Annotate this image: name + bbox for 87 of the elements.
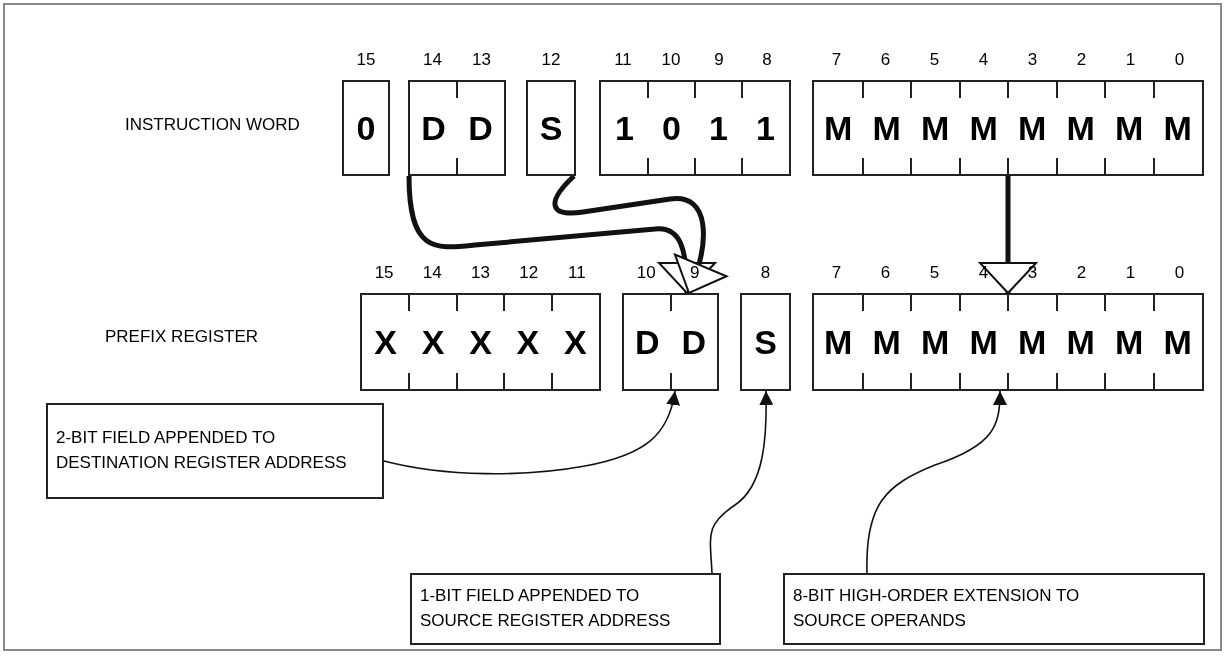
bit-value: D [420, 111, 447, 145]
bit-number: 9 [713, 50, 725, 70]
bit-value: M [823, 111, 854, 145]
bit-value: M [1065, 111, 1096, 145]
bit-number: 0 [1173, 263, 1186, 283]
bit-value: X [515, 325, 541, 359]
bit-value: M [920, 111, 951, 145]
bit-number: 2 [1075, 50, 1088, 70]
bit-number: 5 [928, 50, 941, 70]
bit-value: M [968, 111, 999, 145]
bit-value: X [563, 325, 588, 359]
callout-text: 2-BIT FIELD APPENDED TO DESTINATION REGISTER ADDRESS [56, 427, 348, 474]
bit-number: 7 [830, 50, 843, 70]
bit-number: 6 [879, 50, 892, 70]
bit-number: 6 [879, 263, 892, 283]
bit-field [812, 293, 1204, 391]
bit-number: 12 [518, 263, 540, 283]
bit-value: M [1162, 111, 1193, 145]
bit-number: 1 [1124, 50, 1137, 70]
bit-number: 8 [761, 50, 773, 70]
bit-value: 0 [661, 111, 682, 145]
bit-number: 14 [422, 50, 443, 70]
bit-value: M [823, 325, 854, 359]
bit-value: M [1065, 325, 1096, 359]
bit-field [622, 293, 719, 391]
bit-number: 9 [689, 263, 701, 283]
bit-field [599, 80, 791, 176]
bit-value: M [871, 111, 902, 145]
bit-value: D [633, 325, 661, 359]
bit-value: M [1162, 325, 1193, 359]
bit-number: 13 [470, 263, 491, 283]
bit-number: 15 [373, 263, 395, 283]
bit-number: 2 [1075, 263, 1088, 283]
bit-number: 12 [540, 50, 562, 70]
bit-field [740, 293, 791, 391]
bit-number: 10 [635, 263, 657, 283]
bit-field [526, 80, 576, 176]
callout-box [410, 573, 721, 645]
bit-value: M [920, 325, 951, 359]
bit-value: D [467, 111, 494, 145]
bit-value: M [1114, 325, 1145, 359]
bit-number: 8 [759, 263, 772, 283]
bit-field [342, 80, 390, 176]
bit-number: 4 [977, 50, 990, 70]
bit-value: S [753, 325, 778, 359]
callout-box [46, 403, 384, 499]
bit-number: 1 [1124, 263, 1137, 283]
leader-arrow [383, 390, 680, 475]
bit-field [812, 80, 1204, 176]
transfer-arrow [406, 175, 716, 294]
bit-number: 7 [830, 263, 843, 283]
bit-value: M [1017, 111, 1048, 145]
row-label: INSTRUCTION WORD [125, 115, 300, 135]
bit-value: 0 [355, 111, 377, 145]
bit-number: 0 [1173, 50, 1186, 70]
bit-value: M [968, 325, 999, 359]
bit-value: M [871, 325, 902, 359]
bit-number: 5 [928, 263, 941, 283]
bit-number: 15 [355, 50, 377, 70]
leader-arrow [709, 390, 774, 574]
row-label: PREFIX REGISTER [105, 327, 259, 347]
bit-value: 1 [614, 111, 635, 145]
bit-number: 3 [1026, 50, 1039, 70]
bit-number: 11 [613, 50, 633, 70]
bit-field [360, 293, 601, 391]
bit-value: X [468, 325, 493, 359]
callout-box [783, 573, 1205, 645]
bit-value: M [1114, 111, 1145, 145]
callout-text: 8-BIT HIGH-ORDER EXTENSION TO SOURCE OPERANDS [793, 585, 1081, 632]
leader-arrow [866, 390, 1007, 574]
bit-field [408, 80, 506, 176]
bit-value: X [420, 325, 446, 359]
bit-number: 3 [1026, 263, 1039, 283]
bit-number: 14 [421, 263, 443, 283]
bit-value: M [1017, 325, 1048, 359]
transfer-arrow [552, 174, 727, 294]
bit-value: S [538, 111, 564, 145]
transfer-arrow [979, 176, 1037, 294]
bit-number: 4 [977, 263, 990, 283]
bit-value: X [373, 325, 399, 359]
bit-value: 1 [755, 111, 776, 145]
bit-number: 11 [567, 263, 587, 283]
callout-text: 1-BIT FIELD APPENDED TO SOURCE REGISTER ADDRESS [420, 585, 672, 632]
bit-value: 1 [708, 111, 729, 145]
bit-number: 13 [471, 50, 492, 70]
bit-number: 10 [660, 50, 682, 70]
bit-value: D [680, 325, 708, 359]
